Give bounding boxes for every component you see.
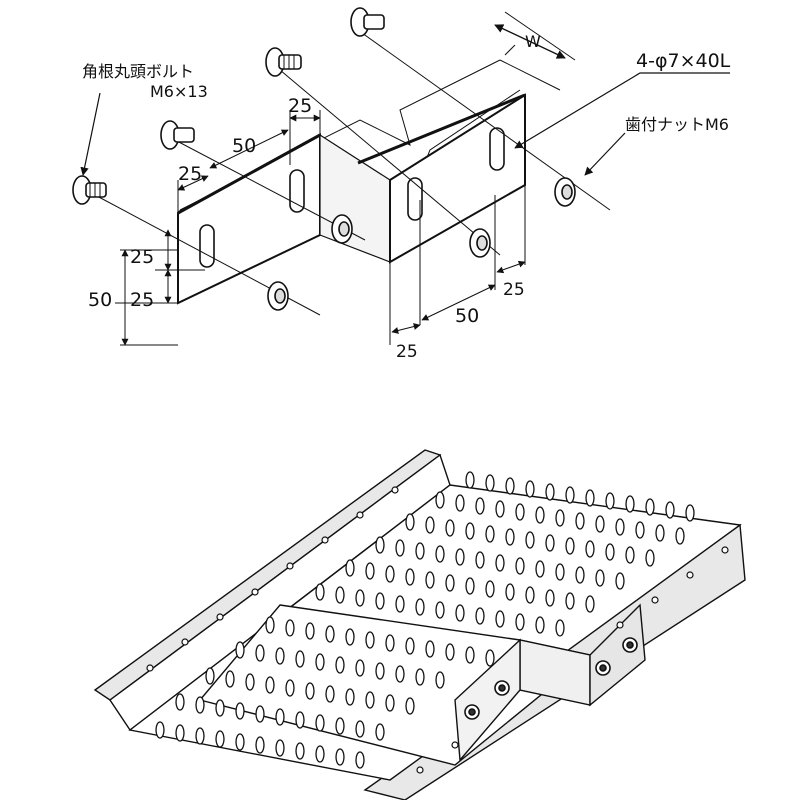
perforation-row-3	[405, 513, 655, 567]
perforation-row-6	[315, 583, 565, 637]
slot-2	[289, 169, 305, 213]
dim-left-25-b: 25	[130, 289, 154, 311]
perforation-row-1	[465, 471, 695, 522]
bolt-name-label: 角根丸頭ボルト	[82, 62, 194, 81]
bracket-bolt-4	[622, 637, 638, 653]
carriage-bolts	[72, 7, 385, 205]
perforation-row-8	[235, 641, 445, 689]
callout-leaders	[80, 72, 730, 176]
nut-3	[469, 228, 491, 258]
perforation-row-5	[345, 559, 595, 613]
bolt-2	[160, 120, 195, 150]
nut-4	[554, 177, 576, 207]
perforation-row-11	[155, 721, 365, 769]
tray-brackets	[464, 637, 638, 720]
slot-1	[199, 224, 215, 268]
width-label: W	[525, 32, 541, 51]
nut-2	[331, 214, 353, 244]
width-dimension	[494, 24, 566, 59]
nut-name-label: 歯付ナットM6	[625, 115, 729, 134]
bracket-bolt-2	[494, 680, 510, 696]
bolt-4	[350, 7, 385, 37]
dim-bottom-25-right: 25	[503, 280, 525, 300]
serrated-nuts	[267, 177, 576, 311]
perforation-row-9	[205, 667, 415, 715]
rail-holes	[146, 486, 729, 774]
slot-4	[489, 127, 505, 171]
perforation-row-7	[265, 616, 495, 667]
dim-left-25-top: 25	[178, 163, 202, 185]
nut-1	[267, 281, 289, 311]
bolt-size-label: M6×13	[150, 82, 208, 101]
slot-3	[407, 177, 423, 221]
exploded-bracket-view	[72, 7, 730, 346]
cable-tray-assembly	[93, 449, 746, 800]
dim-left-25-a: 25	[130, 246, 154, 268]
dim-bottom-25-left: 25	[396, 342, 418, 362]
dimension-lines	[115, 110, 526, 346]
perforation-row-2	[435, 491, 685, 545]
bracket-bolt-3	[595, 660, 611, 676]
slots	[199, 127, 505, 268]
l-bracket-plate	[177, 93, 526, 305]
tray-perforations	[155, 471, 695, 769]
bolt-1	[72, 175, 107, 205]
perforation-row-4	[375, 536, 625, 590]
bolt-3	[265, 47, 302, 77]
dim-bottom-50: 50	[455, 305, 479, 327]
bracket-bolt-1	[464, 704, 480, 720]
dim-top-50: 50	[232, 135, 256, 157]
dim-top-25: 25	[288, 95, 312, 117]
dim-left-50: 50	[88, 289, 112, 311]
slot-spec-label: 4-φ7×40L	[636, 50, 731, 72]
branch-tray	[198, 603, 646, 766]
perforation-row-10	[175, 693, 385, 741]
